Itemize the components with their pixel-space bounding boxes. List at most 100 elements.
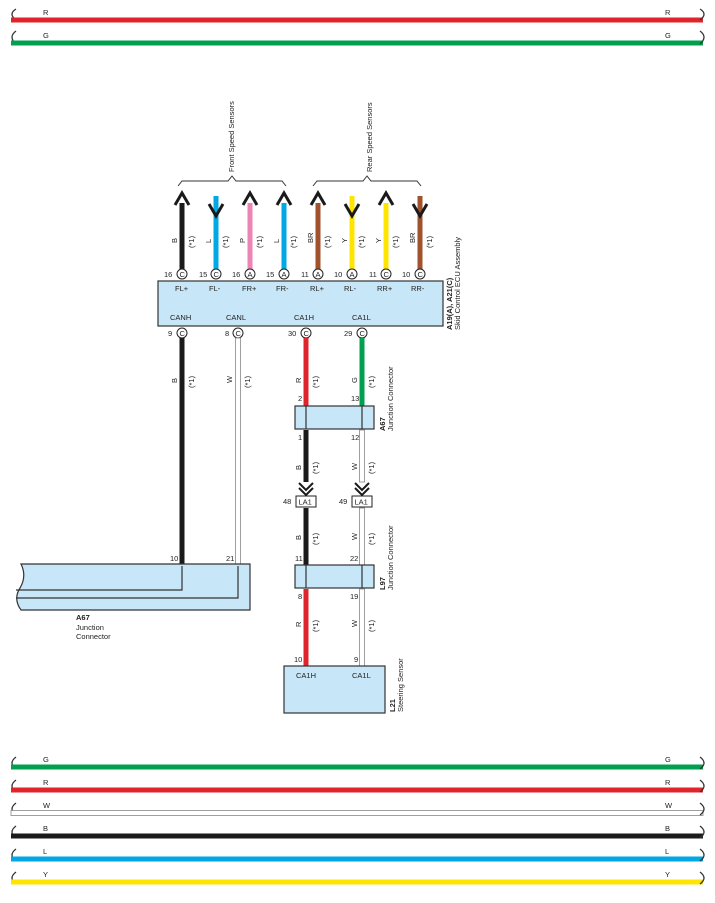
ecu-bottom-pins: CANH 9 C CANL 8 C CA1H 30 C CA1L 29 [168, 313, 371, 339]
svg-text:9: 9 [354, 655, 358, 664]
l97-name: Junction Connector [386, 525, 395, 590]
l97-box [294, 564, 375, 589]
svg-text:RR-: RR- [411, 284, 425, 293]
front-sensor-group: Front Speed Sensors [177, 101, 287, 187]
l21-box [283, 665, 386, 714]
bus-label-left: L [43, 847, 47, 856]
l97-junction: 11 22 8 19 L97 Junction Connector [294, 525, 395, 601]
wire-note: (*1) [243, 375, 252, 388]
wire-note: (*1) [255, 235, 264, 248]
bus-label-right: R [665, 8, 671, 17]
front-speed-sensors-label: Front Speed Sensors [227, 101, 236, 172]
bus-label-left: Y [43, 870, 48, 879]
svg-text:C: C [418, 270, 424, 279]
svg-text:C: C [214, 270, 220, 279]
a67-small-name: Junction Connector [386, 366, 395, 431]
wire-note: (*1) [311, 375, 320, 388]
svg-text:11: 11 [295, 554, 303, 563]
svg-text:22: 22 [350, 554, 358, 563]
wire-color-label: BR [306, 232, 315, 243]
bus-label-right: W [665, 801, 673, 810]
ecu-pin: 15 A FR- [266, 268, 290, 293]
wire-color-label: BR [408, 232, 417, 243]
wire-rl-minus: Y (*1) [340, 196, 366, 270]
rear-sensor-group: Rear Speed Sensors [312, 102, 422, 187]
ecu-pin: 15 C FL- [199, 268, 222, 293]
wire-color-label: Y [374, 238, 383, 243]
ecu-name-label: Skid Control ECU Assembly [453, 237, 462, 330]
wire-color-label: Y [340, 238, 349, 243]
svg-text:48: 48 [283, 497, 291, 506]
wire-color-label: W [350, 532, 359, 540]
wire-fr-minus: L (*1) [272, 190, 298, 270]
svg-text:11: 11 [369, 270, 377, 279]
la1-to-l97-wires: B (*1) W (*1) [294, 507, 376, 567]
svg-text:15: 15 [266, 270, 274, 279]
wire-fl-minus: L (*1) [204, 196, 230, 270]
wire-color-label: W [350, 462, 359, 470]
svg-text:C: C [180, 270, 186, 279]
l21-id: L21 [388, 699, 397, 712]
wire-color-label: B [294, 535, 303, 540]
l97-id: L97 [378, 577, 387, 590]
svg-text:49: 49 [339, 497, 347, 506]
ecu-pin: CA1H 30 C [288, 313, 314, 339]
svg-text:LA1: LA1 [355, 498, 368, 507]
svg-text:C: C [360, 329, 366, 338]
wire-note: (*1) [367, 532, 376, 545]
wire-note: (*1) [311, 532, 320, 545]
svg-text:10: 10 [294, 655, 302, 664]
svg-text:CA1L: CA1L [352, 671, 371, 680]
svg-text:1: 1 [298, 433, 302, 442]
wire-rr-plus: Y (*1) [374, 190, 400, 270]
svg-text:CANH: CANH [170, 313, 191, 322]
ecu-pin: 10 C RR- [402, 268, 426, 293]
svg-text:8: 8 [298, 592, 302, 601]
svg-text:FL-: FL- [209, 284, 221, 293]
wire-note: (*1) [187, 375, 196, 388]
svg-text:2: 2 [298, 394, 302, 403]
wire-fl-plus: B (*1) [170, 190, 196, 270]
chevron-down-icon [298, 482, 314, 497]
la1-connector: 48 LA1 49 LA1 [283, 495, 373, 508]
svg-text:19: 19 [350, 592, 358, 601]
svg-text:FR+: FR+ [242, 284, 257, 293]
a67-large-box [16, 563, 251, 611]
ecu-pin: CA1L 29 C [344, 313, 371, 339]
svg-text:RL-: RL- [344, 284, 357, 293]
wire-color-label: L [272, 239, 281, 243]
l21-steering-sensor: 10 9 CA1H CA1L L21 Steering Sensor [283, 655, 405, 714]
wire-note: (*1) [187, 235, 196, 248]
wire-note: (*1) [357, 235, 366, 248]
a67-small-box [294, 405, 375, 430]
la1-tag [351, 495, 373, 508]
wire-note: (*1) [367, 461, 376, 474]
svg-text:C: C [384, 270, 390, 279]
ecu-top-pins: 16 C FL+ 15 C FL- 16 A FR+ 15 A FR [164, 268, 426, 293]
wire-note: (*1) [221, 235, 230, 248]
svg-text:C: C [304, 329, 310, 338]
ecu-pin: 11 A RL+ [301, 268, 325, 293]
wire-fr-plus: P (*1) [238, 190, 264, 270]
wire-canl [235, 337, 241, 567]
ecu-pin: 11 C RR+ [369, 268, 393, 293]
wire-note: (*1) [323, 235, 332, 248]
can-wires: B (*1) W (*1) R (*1) G (*1) [170, 337, 376, 567]
svg-text:10: 10 [334, 270, 342, 279]
l97-to-l21-wires: R (*1) W (*1) [294, 588, 376, 667]
skid-control-ecu: 16 C FL+ 15 C FL- 16 A FR+ 15 A FR [157, 237, 462, 339]
wire-note: (*1) [425, 235, 434, 248]
wire-note: (*1) [367, 375, 376, 388]
bus-wire [10, 810, 704, 816]
ecu-pin: 10 A RL- [334, 268, 358, 293]
wire-note: (*1) [289, 235, 298, 248]
svg-text:C: C [236, 329, 242, 338]
a67-junction-small: 2 13 1 12 A67 Junction Connector [294, 366, 395, 442]
svg-text:FR-: FR- [276, 284, 289, 293]
ecu-pin: 16 A FR+ [232, 268, 257, 293]
svg-text:RR+: RR+ [377, 284, 393, 293]
top-bus: R R G G [11, 8, 705, 46]
